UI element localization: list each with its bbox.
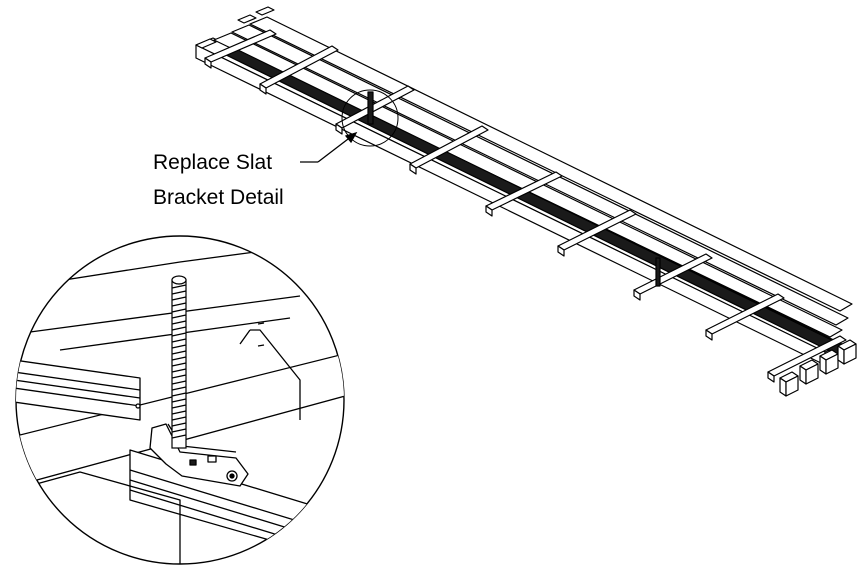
brackets — [367, 91, 661, 287]
slats — [204, 29, 847, 383]
slat-assembly — [195, 6, 857, 397]
detail-marker-circle — [341, 89, 399, 147]
detail-view — [15, 235, 345, 565]
rod-threads — [171, 284, 187, 439]
threaded-rod — [171, 275, 187, 449]
callout-leader — [300, 131, 358, 163]
rail-ends-right — [779, 339, 857, 397]
arrow-icon — [344, 131, 358, 144]
rail-ends-left — [195, 6, 275, 49]
callout-label-line2: Bracket Detail — [153, 186, 284, 209]
callout-label-line1: Replace Slat — [153, 151, 273, 174]
